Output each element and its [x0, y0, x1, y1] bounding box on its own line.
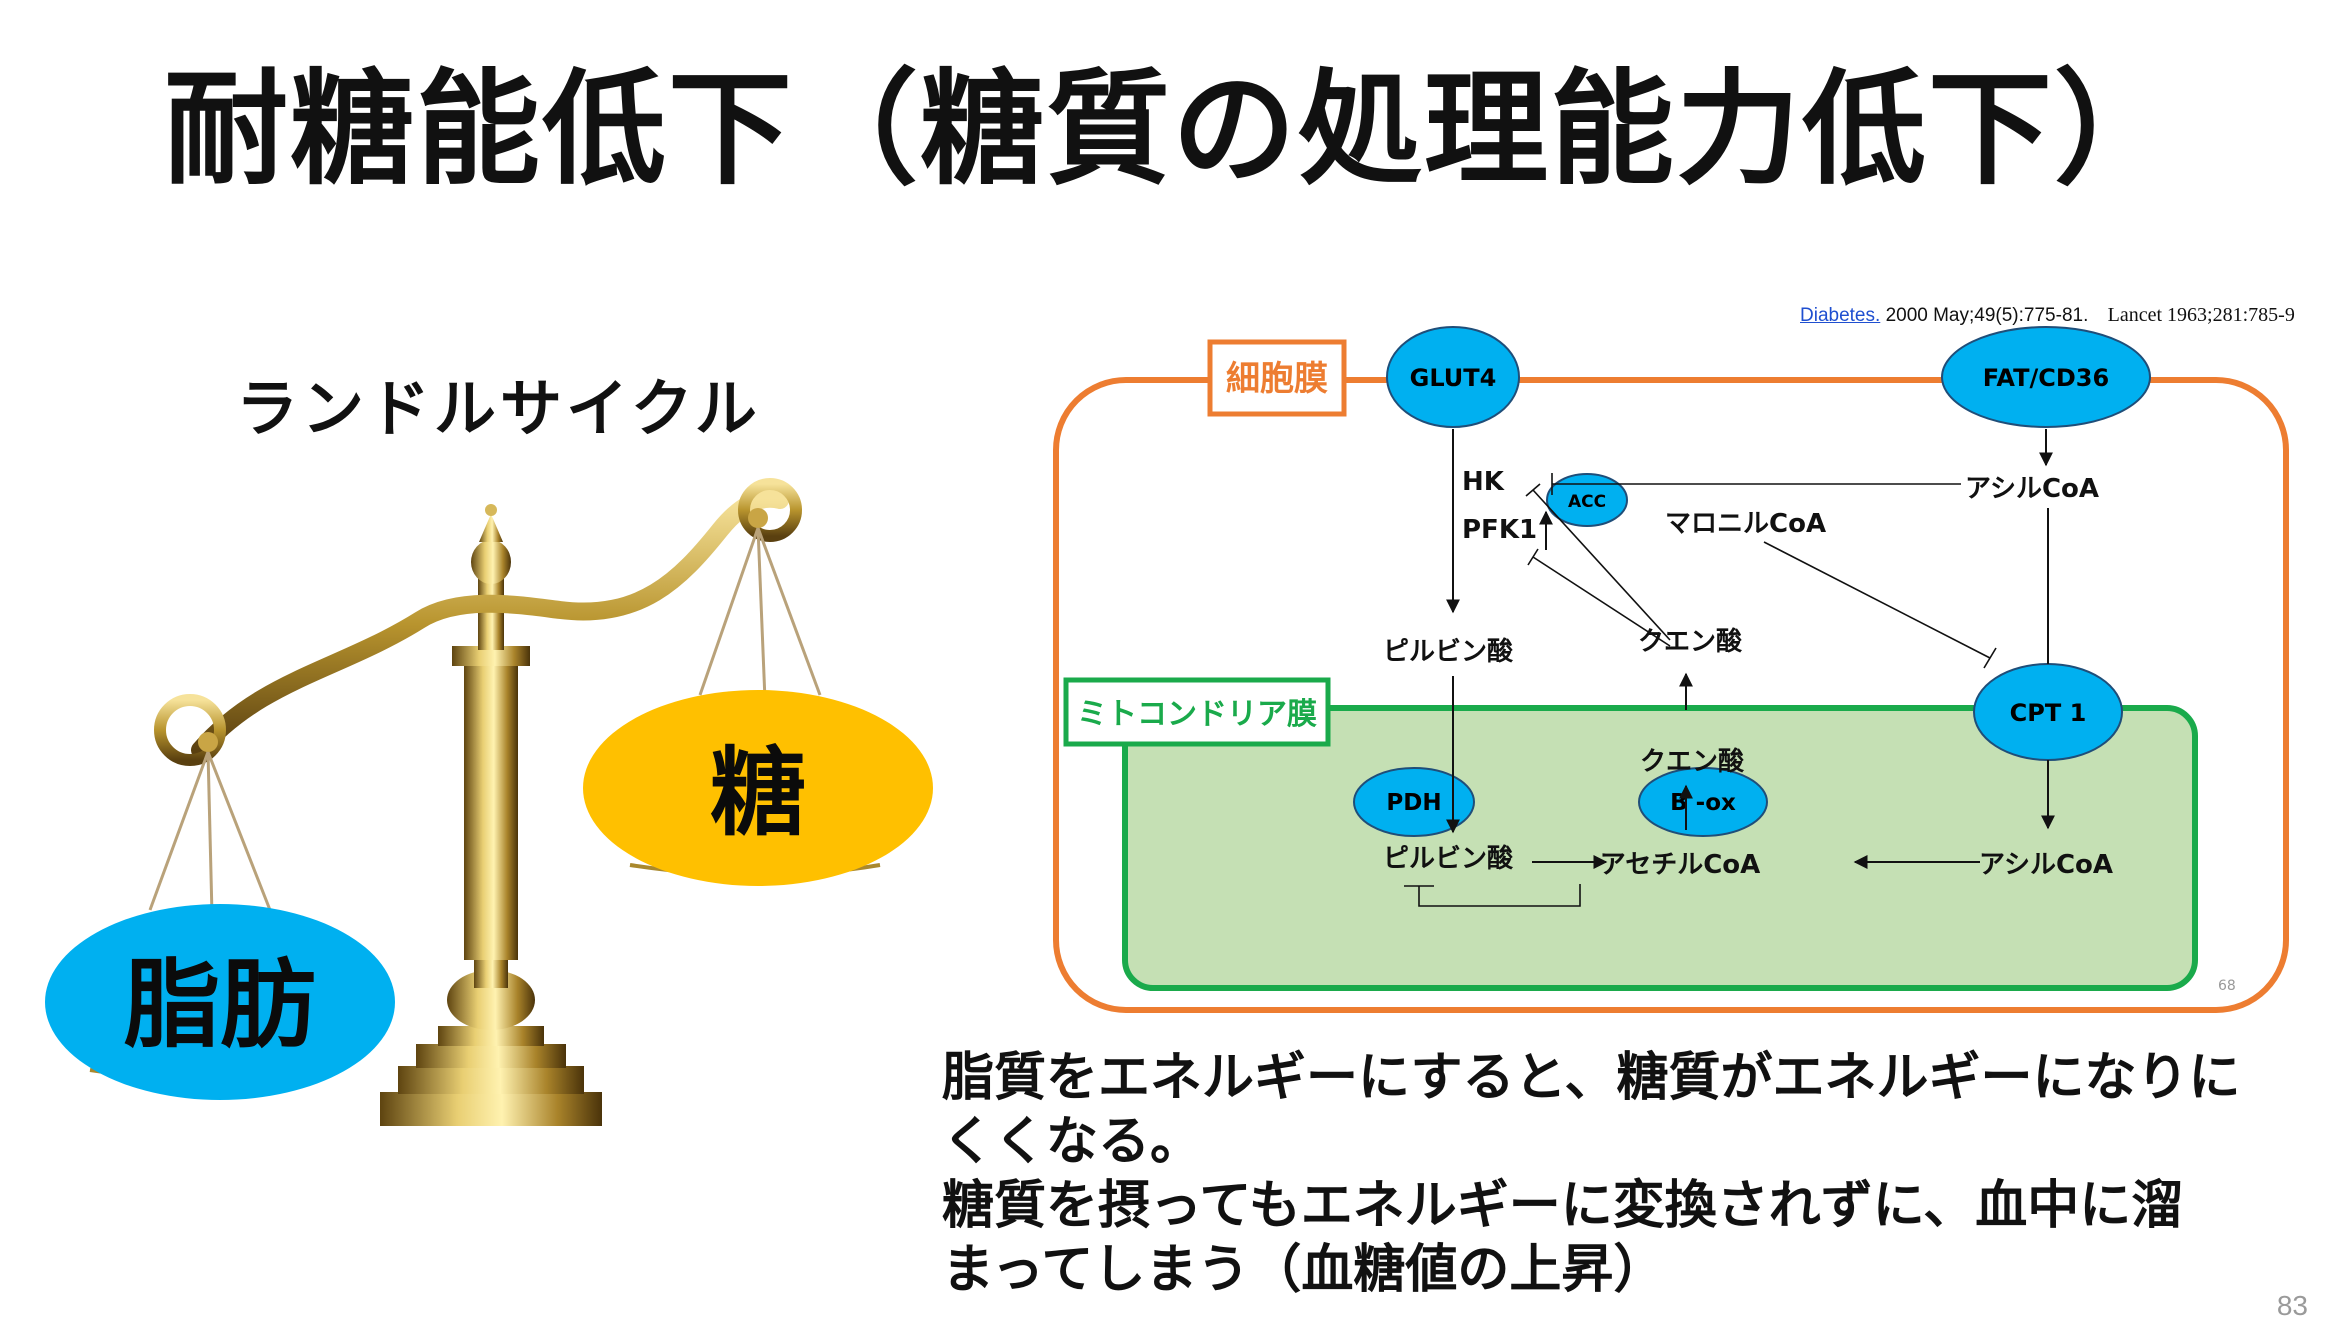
- mito-membrane-label: ミトコンドリア膜: [1077, 697, 1317, 732]
- beta-ox-node: [1638, 767, 1768, 837]
- malonyl-coa-label: マロニルCoA: [1665, 509, 1826, 539]
- randle-cycle-heading: ランドルサイクル: [236, 372, 761, 445]
- diabetes-reference-detail: 2000 May;49(5):775-81.: [1885, 305, 2089, 326]
- sugar-pan: [583, 690, 933, 886]
- pyruvate-cyto-label: ピルビン酸: [1383, 637, 1514, 667]
- acyl-coa-cyto-label: アシルCoA: [1965, 474, 2099, 504]
- explanation-line-4: まってしまう（血糖値の上昇）: [942, 1240, 1666, 1300]
- fat-label: 脂肪: [124, 949, 316, 1061]
- explanation-line-3: 糖質を摂ってもエネルギーに変換されずに、血中に溜: [942, 1176, 2184, 1236]
- scale-beam: [191, 489, 789, 759]
- citrate-inhibits-pfk1: [1532, 556, 1671, 647]
- citrate-inhibits-hk: [1532, 489, 1671, 641]
- fat-pan: [45, 904, 395, 1100]
- scale-base: [380, 958, 602, 1126]
- scale-finial: [471, 504, 511, 650]
- explanation-text: 脂質をエネルギーにすると、糖質がエネルギーになりに くくなる。 糖質を摂ってもエ…: [942, 1046, 2240, 1302]
- explanation-line-2: くくなる。: [942, 1112, 1203, 1172]
- beta-ox-label: B -ox: [1670, 790, 1736, 816]
- lancet-reference: Lancet 1963;281:785-9: [2107, 304, 2295, 326]
- page-number: 83: [2276, 1290, 2308, 1321]
- citrate-cyto-label: クエン酸: [1638, 627, 1743, 657]
- citrate-mito-label: クエン酸: [1640, 747, 1745, 777]
- scale-column: [464, 660, 518, 960]
- acc-node: [1546, 473, 1628, 527]
- glut4-label: GLUT4: [1410, 364, 1497, 392]
- pfk1-label: PFK1: [1462, 515, 1537, 545]
- cpt1-label: CPT 1: [2010, 699, 2087, 727]
- slide-title: 耐糖能低下（糖質の処理能力低下）: [163, 58, 2180, 202]
- pdh-label: PDH: [1386, 790, 1441, 816]
- sugar-label: 糖: [710, 737, 806, 849]
- malonyl-inhibits-cpt1: [1763, 541, 1991, 659]
- hk-label: HK: [1462, 467, 1505, 497]
- acc-label: ACC: [1568, 492, 1606, 512]
- balance-scale-illustration: 脂肪 糖: [45, 478, 933, 1126]
- cell-membrane-label: 細胞膜: [1226, 359, 1328, 399]
- acetylcoa-inhibits-pdh: [1418, 884, 1581, 907]
- fat-cd36-node: [1941, 326, 2151, 428]
- cell-membrane: [1053, 377, 2289, 1013]
- references: Diabetes. 2000 May;49(5):775-81. Lancet …: [1800, 304, 2295, 327]
- fat-cd36-label: FAT/CD36: [1983, 364, 2109, 392]
- acetyl-coa-label: アセチルCoA: [1600, 850, 1761, 880]
- pdh-node: [1353, 767, 1475, 837]
- right-pan-chains: [698, 527, 822, 701]
- left-pan-chains: [148, 751, 272, 916]
- diabetes-reference-link[interactable]: Diabetes.: [1800, 305, 1881, 326]
- acyl-coa-mito-label: アシルCoA: [1979, 850, 2113, 880]
- explanation-line-1: 脂質をエネルギーにすると、糖質がエネルギーになりに: [942, 1048, 2241, 1108]
- glut4-node: [1386, 326, 1520, 428]
- slide-ref-number: 68: [2218, 978, 2236, 994]
- randle-pathway-diagram: 細胞膜 ミトコンドリア膜 GLUT4 FAT/CD36 CPT 1 ACC PD…: [1053, 326, 2289, 1013]
- pyruvate-mito-label: ピルビン酸: [1383, 844, 1514, 874]
